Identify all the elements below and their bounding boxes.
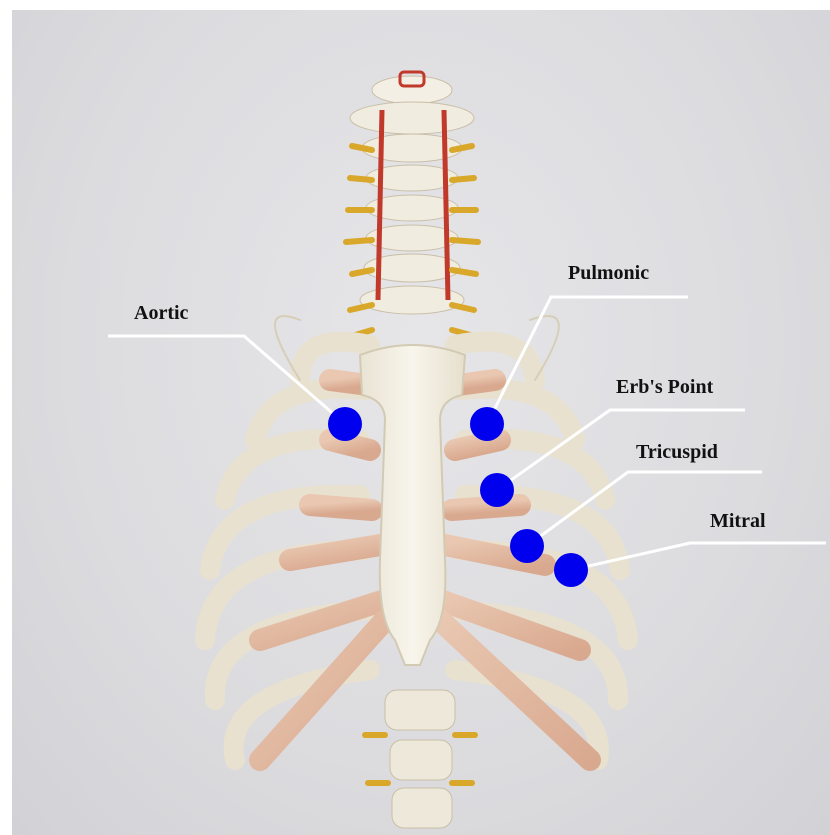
pulmonic-marker: [470, 407, 504, 441]
aortic-label: Aortic: [134, 302, 188, 325]
tricuspid-marker: [510, 529, 544, 563]
thoracic-spine: [365, 690, 475, 828]
aortic-marker: [328, 407, 362, 441]
pulmonic-label: Pulmonic: [568, 262, 649, 285]
mitral-marker: [554, 553, 588, 587]
erbs-point-label: Erb's Point: [616, 376, 713, 399]
mitral-label: Mitral: [710, 510, 766, 533]
cervical-spine: [346, 72, 478, 336]
tricuspid-label: Tricuspid: [636, 441, 718, 464]
erbs-point-marker: [480, 473, 514, 507]
